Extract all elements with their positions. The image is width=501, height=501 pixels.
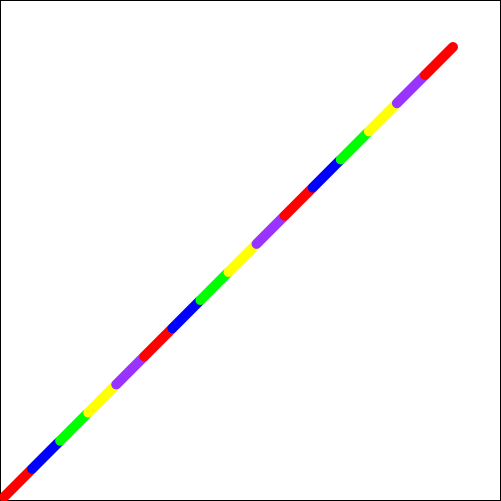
line-segment	[279, 182, 318, 221]
line-segment	[55, 407, 94, 446]
line-segment	[223, 238, 262, 277]
line-segment	[167, 295, 206, 334]
line-segment	[27, 435, 66, 474]
line-segment	[335, 126, 374, 165]
line-segment	[195, 267, 234, 306]
line-segment	[0, 463, 38, 501]
line-segment	[139, 323, 178, 362]
line-segment	[363, 98, 402, 137]
diagonal-line-segments	[0, 42, 458, 501]
line-segment	[307, 154, 346, 193]
line-segment	[111, 351, 150, 390]
line-segment	[419, 42, 458, 81]
line-segment	[83, 379, 122, 418]
line-segment	[391, 70, 430, 109]
line-segment	[251, 210, 290, 249]
